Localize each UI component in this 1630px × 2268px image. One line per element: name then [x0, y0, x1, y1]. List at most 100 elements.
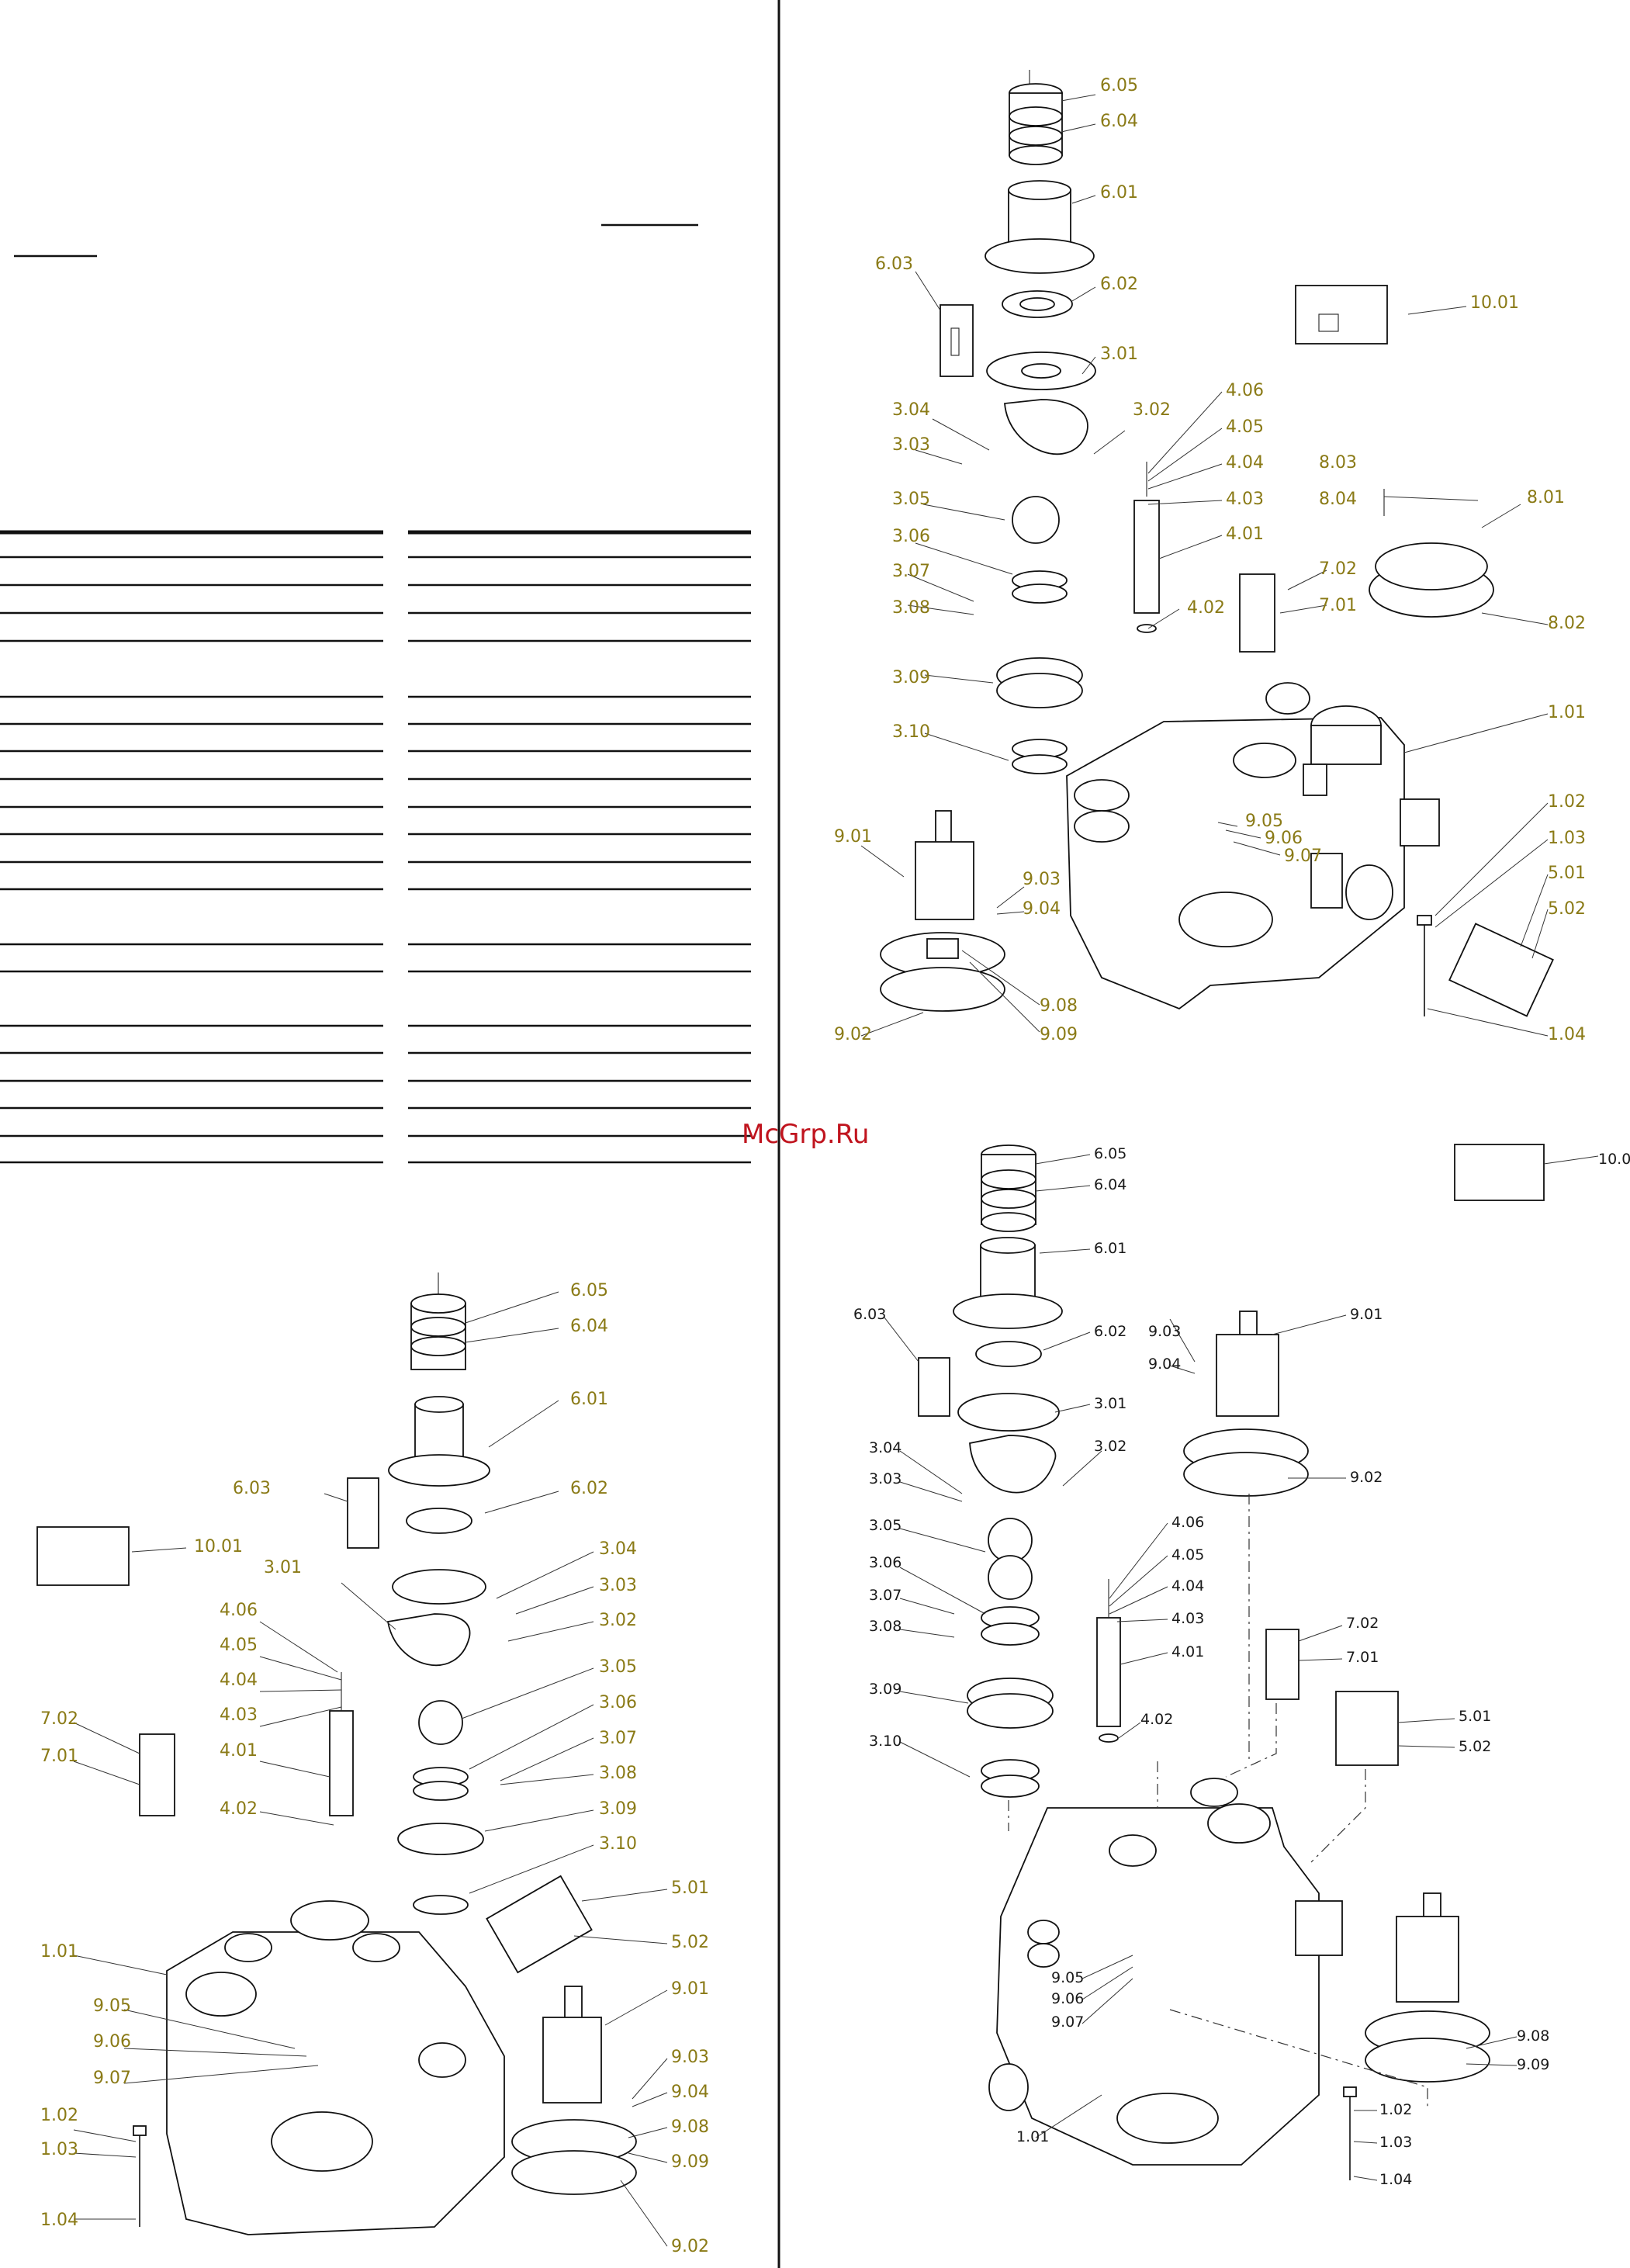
svg-text:1.03: 1.03 — [40, 2140, 78, 2159]
svg-text:5.01: 5.01 — [1548, 864, 1586, 883]
svg-text:3.10: 3.10 — [892, 722, 930, 742]
svg-text:9.02: 9.02 — [834, 1025, 872, 1044]
svg-text:8.01: 8.01 — [1527, 488, 1565, 507]
svg-text:1.04: 1.04 — [1379, 2171, 1412, 2188]
sleeve-7-01 — [1239, 573, 1275, 653]
svg-text:9.08: 9.08 — [671, 2117, 709, 2137]
svg-text:3.08: 3.08 — [599, 1764, 637, 1783]
svg-text:8.02: 8.02 — [1548, 614, 1586, 633]
svg-text:9.02: 9.02 — [1350, 1469, 1383, 1486]
svg-text:6.04: 6.04 — [1100, 112, 1138, 131]
svg-text:3.05: 3.05 — [892, 490, 930, 509]
svg-text:3.03: 3.03 — [892, 435, 930, 455]
cover-8-01 — [1369, 542, 1494, 618]
svg-text:7.02: 7.02 — [1319, 559, 1357, 579]
svg-text:7.01: 7.01 — [1346, 1649, 1379, 1666]
svg-text:1.02: 1.02 — [1379, 2101, 1412, 2118]
svg-text:4.06: 4.06 — [1171, 1514, 1204, 1531]
svg-text:5.01: 5.01 — [671, 1878, 709, 1898]
svg-text:4.06: 4.06 — [1226, 381, 1264, 400]
svg-text:10.01: 10.01 — [1598, 1151, 1630, 1168]
svg-text:5.02: 5.02 — [671, 1933, 709, 1952]
svg-text:9.04: 9.04 — [1148, 1356, 1181, 1373]
svg-text:9.06: 9.06 — [1265, 829, 1303, 848]
svg-text:3.07: 3.07 — [892, 562, 930, 581]
svg-text:1.03: 1.03 — [1548, 829, 1586, 848]
svg-text:7.01: 7.01 — [40, 1747, 78, 1766]
svg-text:1.01: 1.01 — [1016, 2128, 1049, 2145]
leaders-top-right — [860, 94, 1549, 1037]
svg-text:3.09: 3.09 — [892, 668, 930, 687]
ball-3-05 — [1012, 496, 1060, 544]
svg-text:6.04: 6.04 — [570, 1317, 608, 1336]
svg-text:3.06: 3.06 — [599, 1693, 637, 1712]
svg-text:10.01: 10.01 — [194, 1537, 243, 1556]
svg-text:4.03: 4.03 — [220, 1705, 258, 1725]
svg-text:3.04: 3.04 — [892, 400, 930, 420]
svg-text:3.09: 3.09 — [869, 1681, 902, 1698]
svg-text:3.06: 3.06 — [869, 1554, 902, 1571]
pump-9-01 — [880, 810, 1005, 1012]
svg-text:8.04: 8.04 — [1319, 490, 1357, 509]
svg-text:1.01: 1.01 — [40, 1942, 78, 1962]
left-table-rules — [0, 223, 751, 1164]
svg-text:4.02: 4.02 — [220, 1799, 258, 1819]
svg-text:7.01: 7.01 — [1319, 596, 1357, 615]
svg-text:4.05: 4.05 — [1171, 1546, 1204, 1563]
svg-text:3.01: 3.01 — [1100, 345, 1138, 364]
leaders-bottom-left — [73, 1291, 668, 2247]
svg-text:3.05: 3.05 — [869, 1517, 902, 1534]
svg-text:6.05: 6.05 — [570, 1281, 608, 1300]
svg-text:9.07: 9.07 — [1284, 847, 1322, 866]
svg-text:3.04: 3.04 — [599, 1539, 637, 1559]
svg-text:9.09: 9.09 — [1040, 1025, 1078, 1044]
svg-text:5.01: 5.01 — [1459, 1708, 1491, 1725]
svg-text:3.06: 3.06 — [892, 527, 930, 546]
svg-text:3.04: 3.04 — [869, 1439, 902, 1456]
svg-text:9.03: 9.03 — [1148, 1323, 1181, 1340]
svg-text:4.03: 4.03 — [1226, 490, 1264, 509]
svg-text:9.09: 9.09 — [1517, 2056, 1549, 2073]
leaders-bottom-right — [884, 1154, 1599, 2181]
svg-text:3.02: 3.02 — [1094, 1438, 1126, 1455]
svg-text:9.08: 9.08 — [1517, 2027, 1549, 2045]
svg-text:9.05: 9.05 — [1051, 1969, 1084, 1986]
svg-text:4.04: 4.04 — [1226, 453, 1264, 473]
svg-text:10.01: 10.01 — [1470, 293, 1519, 313]
svg-text:1.04: 1.04 — [1548, 1025, 1586, 1044]
svg-text:4.02: 4.02 — [1140, 1711, 1173, 1728]
svg-text:9.01: 9.01 — [671, 1979, 709, 1999]
svg-text:9.08: 9.08 — [1040, 996, 1078, 1016]
svg-text:3.02: 3.02 — [1133, 400, 1171, 420]
labels-bottom-left: 6.05 6.04 6.01 6.03 6.02 10.01 3.01 3.04… — [40, 1281, 709, 2256]
svg-text:3.09: 3.09 — [599, 1799, 637, 1819]
svg-text:3.07: 3.07 — [869, 1587, 902, 1604]
svg-text:4.05: 4.05 — [1226, 417, 1264, 437]
svg-text:6.01: 6.01 — [1100, 183, 1138, 203]
svg-text:8.03: 8.03 — [1319, 453, 1357, 473]
svg-text:3.10: 3.10 — [599, 1834, 637, 1854]
svg-text:9.01: 9.01 — [1350, 1306, 1383, 1323]
svg-text:4.03: 4.03 — [1171, 1610, 1204, 1627]
svg-text:3.03: 3.03 — [599, 1576, 637, 1595]
svg-text:9.05: 9.05 — [93, 1996, 131, 2016]
svg-text:3.08: 3.08 — [892, 598, 930, 618]
svg-text:4.01: 4.01 — [1226, 525, 1264, 544]
bolt-kit-box — [940, 304, 974, 377]
svg-text:3.05: 3.05 — [599, 1657, 637, 1677]
svg-text:7.02: 7.02 — [1346, 1615, 1379, 1632]
svg-text:6.01: 6.01 — [570, 1390, 608, 1409]
svg-text:5.02: 5.02 — [1459, 1738, 1491, 1755]
svg-text:7.02: 7.02 — [40, 1709, 78, 1729]
svg-text:6.02: 6.02 — [570, 1479, 608, 1498]
svg-text:9.09: 9.09 — [671, 2152, 709, 2172]
diagram-bottom-left: 6.05 6.04 6.01 6.03 6.02 10.01 3.01 3.04… — [36, 1273, 709, 2256]
svg-text:1.04: 1.04 — [40, 2211, 78, 2230]
svg-text:9.04: 9.04 — [1023, 899, 1061, 919]
svg-text:6.03: 6.03 — [233, 1479, 271, 1498]
svg-text:4.01: 4.01 — [1171, 1643, 1204, 1660]
svg-text:6.04: 6.04 — [1094, 1176, 1126, 1193]
pipe-flange-6-01 — [985, 180, 1095, 274]
svg-text:6.01: 6.01 — [1094, 1240, 1126, 1257]
svg-text:9.01: 9.01 — [834, 827, 872, 847]
